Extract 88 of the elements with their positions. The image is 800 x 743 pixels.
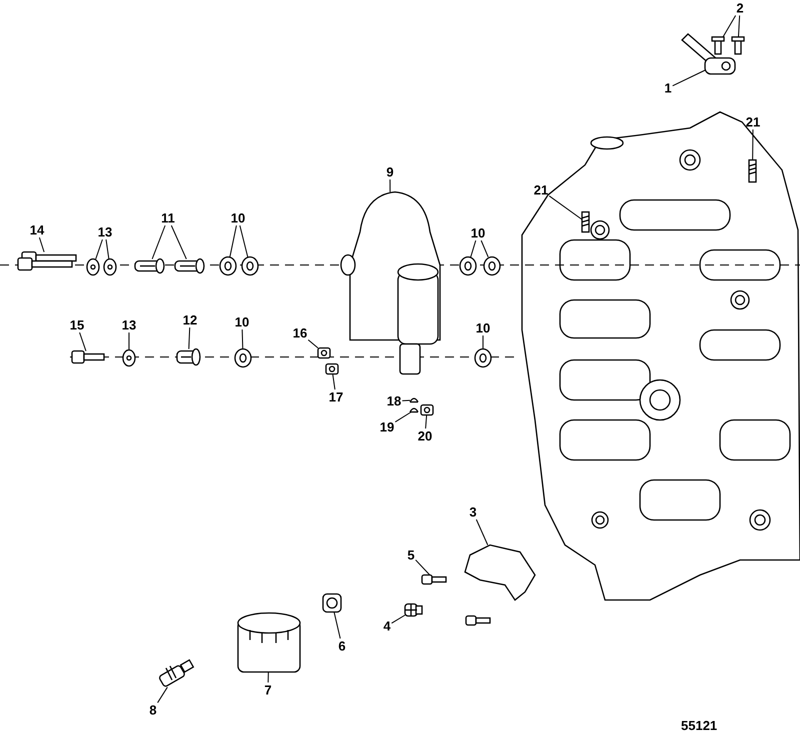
nut-drawing [325, 363, 339, 375]
callout-number: 21 [532, 182, 550, 198]
screw-drawing [731, 36, 745, 55]
callout-number: 16 [292, 326, 308, 340]
leader-line [476, 519, 488, 546]
leader-line [242, 329, 244, 350]
plug-drawing [404, 603, 423, 617]
sleeve-drawing [176, 348, 201, 366]
callout-number: 10 [470, 226, 486, 240]
leader-line [425, 414, 428, 429]
leader-line [390, 179, 391, 192]
leader-line [332, 374, 336, 390]
leader-line [239, 225, 248, 258]
fitting-drawing [322, 593, 342, 613]
stud-drawing [581, 211, 590, 233]
callout-number: 15 [68, 318, 86, 332]
sensor-drawing [158, 659, 194, 688]
callout-number: 5 [406, 548, 416, 562]
clip-drawing [409, 398, 419, 403]
callout-number: 2 [735, 0, 745, 16]
leader-line [672, 70, 706, 86]
leader-line [415, 559, 430, 576]
washer-drawing [103, 258, 117, 276]
grommet-drawing [234, 348, 252, 368]
tube-drawing [681, 33, 736, 75]
washer-drawing [122, 349, 136, 367]
sleeve-drawing [174, 258, 205, 274]
nut-drawing [317, 347, 331, 359]
callout-number: 7 [263, 682, 273, 698]
grommet-drawing [483, 256, 501, 276]
callout-number: 19 [378, 420, 396, 434]
callout-number: 12 [182, 312, 198, 328]
grommet-drawing [459, 256, 477, 276]
leader-line [95, 239, 103, 260]
callout-number: 14 [28, 222, 46, 238]
leader-line [79, 332, 86, 352]
leader-line [480, 240, 489, 258]
leader-line [470, 240, 476, 258]
callout-number: 10 [230, 210, 246, 226]
leader-line [752, 129, 754, 160]
sleeve-drawing [134, 258, 165, 274]
bolt-drawing [17, 251, 77, 271]
leader-line [152, 225, 166, 260]
leader-line [391, 614, 406, 624]
bracket-drawing [464, 544, 536, 601]
callout-number: 1 [663, 80, 673, 96]
callout-number: 13 [120, 318, 138, 332]
callout-number: 20 [416, 428, 434, 444]
leader-line [722, 15, 736, 38]
nut-drawing [420, 404, 434, 416]
callout-number: 11 [160, 210, 176, 226]
callout-number: 3 [468, 504, 478, 520]
grommet-drawing [241, 256, 259, 276]
washer-drawing [86, 258, 100, 276]
clip-drawing [409, 408, 419, 413]
screw-drawing [421, 574, 447, 585]
leader-line [334, 612, 341, 639]
leader-line [268, 672, 269, 683]
callout-number: 21 [744, 114, 762, 130]
callout-number: 6 [337, 638, 347, 654]
callout-number: 9 [385, 164, 395, 180]
leader-line [482, 335, 484, 350]
leader-line [38, 237, 45, 252]
callout-number: 17 [328, 390, 344, 404]
starter-motor-drawing [340, 191, 441, 375]
leader-line [170, 225, 187, 260]
leader-line [738, 15, 740, 38]
grommet-drawing [219, 256, 237, 276]
callout-number: 10 [474, 320, 492, 336]
leader-line [157, 686, 168, 704]
screw-drawing [711, 36, 725, 55]
leader-line [394, 412, 412, 422]
leader-line [308, 339, 318, 348]
callout-number: 4 [382, 618, 392, 634]
oil-filter-drawing [237, 612, 301, 673]
leader-line [229, 225, 237, 258]
bolt-drawing [71, 350, 105, 364]
leader-line [128, 332, 130, 350]
leader-line [402, 400, 410, 402]
leader-line [106, 239, 110, 260]
callout-number: 8 [148, 702, 158, 718]
grommet-drawing [474, 348, 492, 368]
callout-number: 18 [386, 394, 402, 408]
leader-line [188, 327, 190, 350]
stud-drawing [748, 159, 757, 183]
callout-number: 10 [234, 314, 250, 330]
callout-number: 13 [96, 224, 114, 240]
figure-number: 55121 [680, 718, 718, 733]
